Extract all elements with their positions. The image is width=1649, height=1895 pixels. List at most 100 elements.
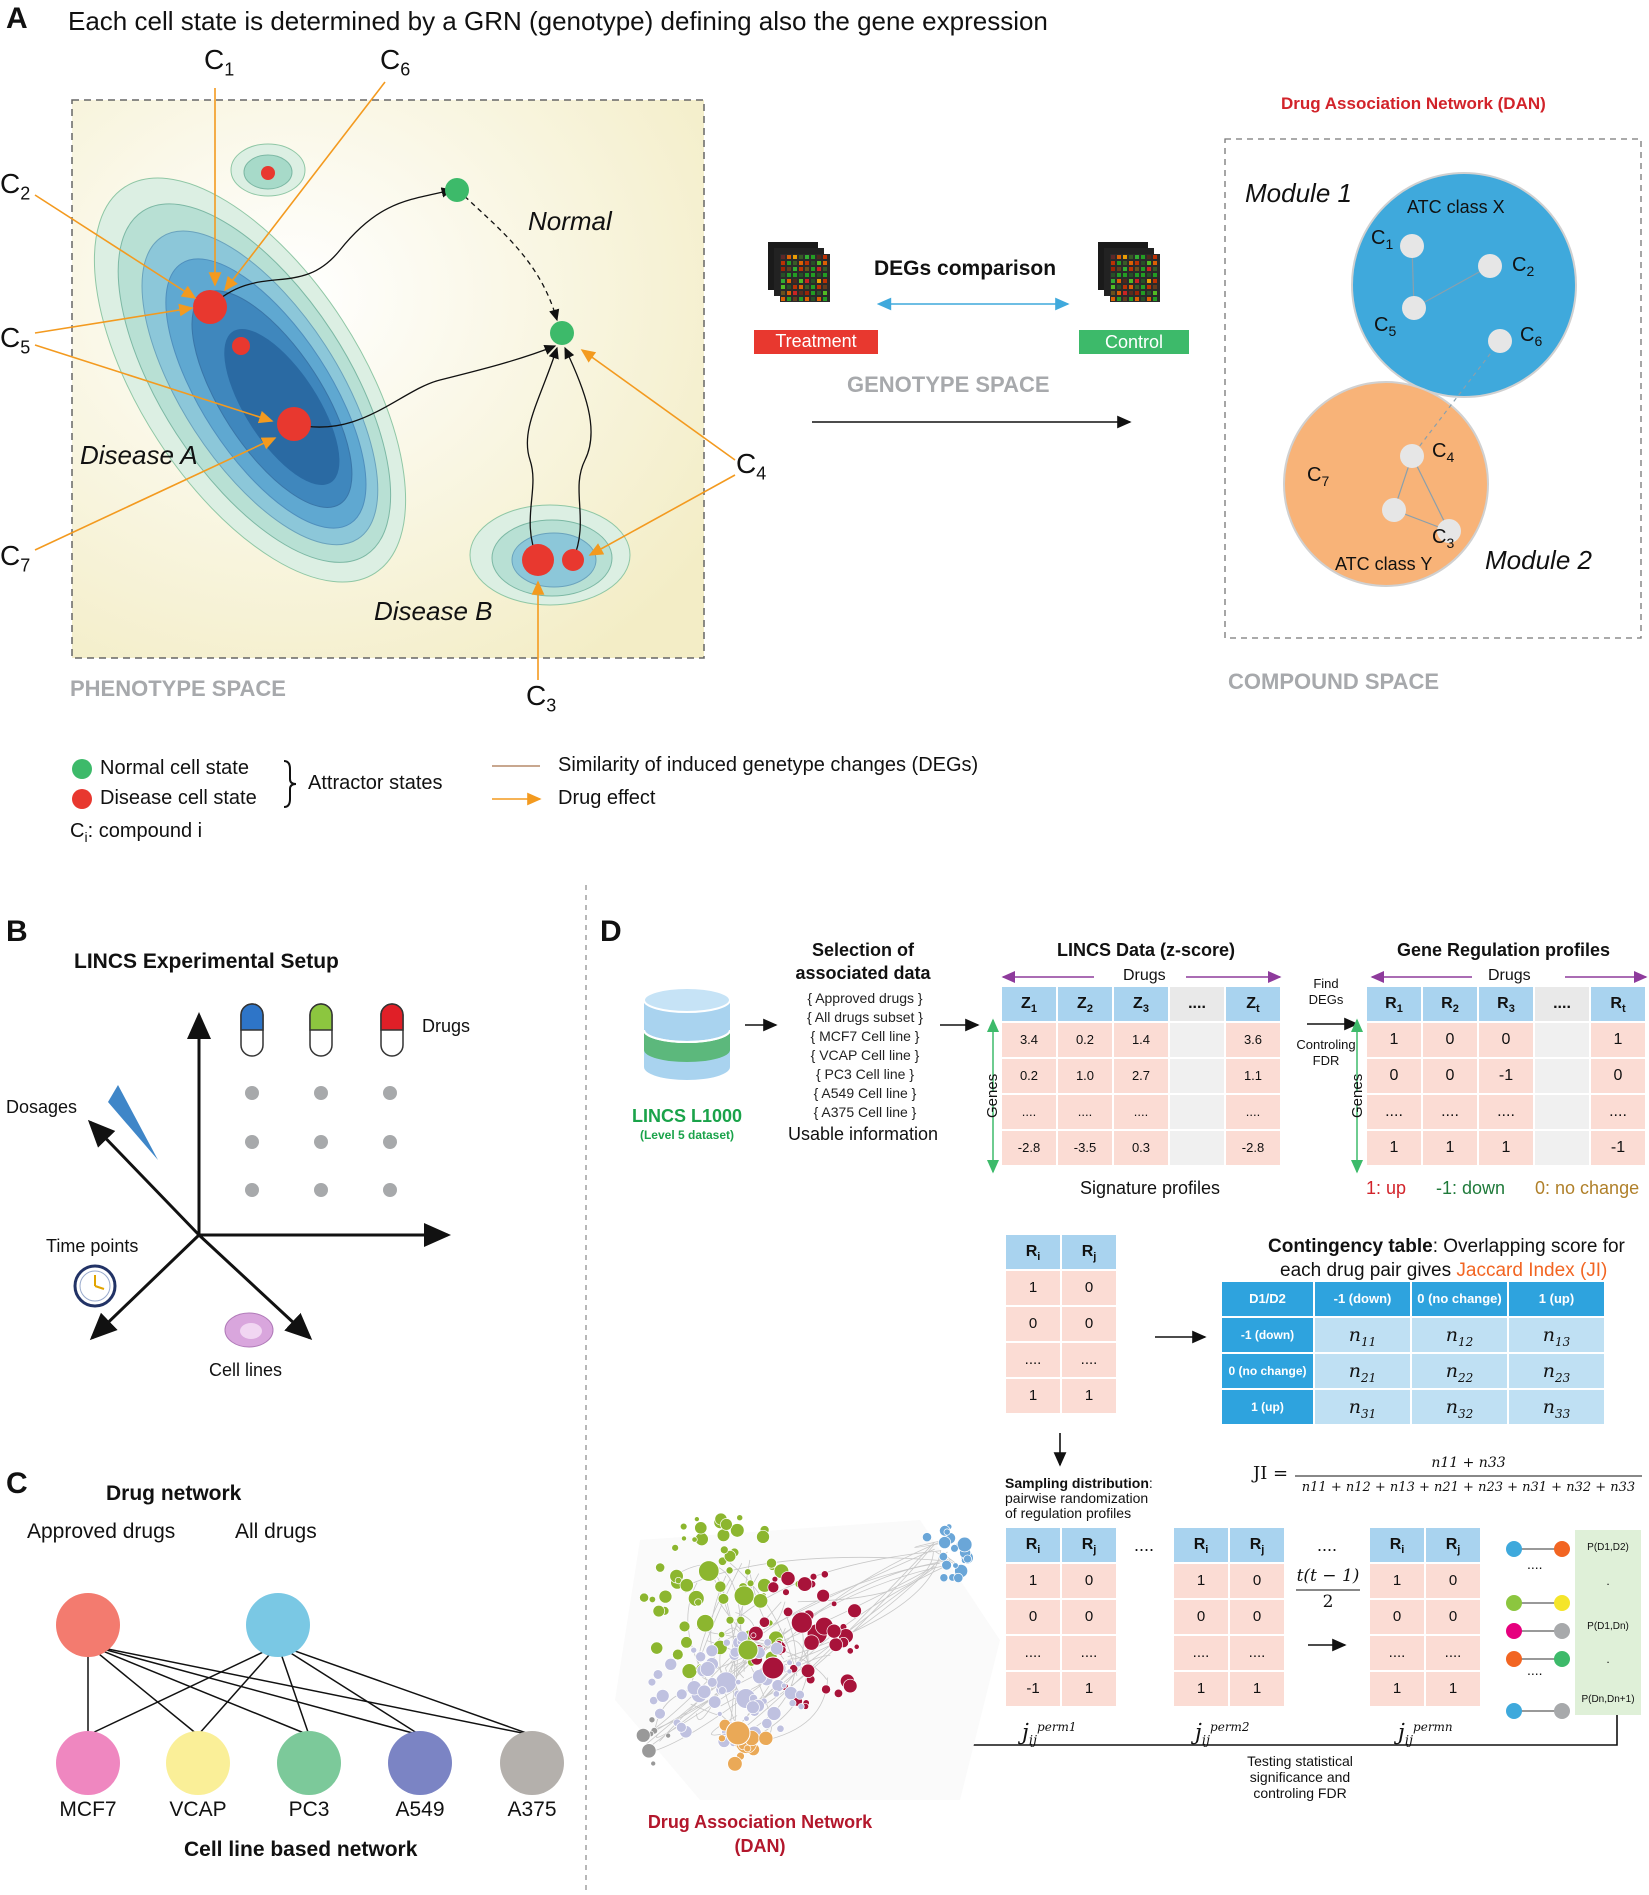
genes-label-1: Genes: [984, 1073, 1001, 1118]
table-cell: ....: [1609, 1103, 1627, 1120]
table-cell: 0: [1448, 1608, 1458, 1625]
table-header: ....: [1188, 995, 1206, 1012]
compound-space-label: COMPOUND SPACE: [1228, 669, 1440, 694]
table-cell: 0: [1445, 1067, 1455, 1084]
table-header: Zt: [1246, 995, 1260, 1016]
table-cell: 3.6: [1243, 1032, 1263, 1047]
perm-ellipsis-2: ....: [1317, 1535, 1338, 1555]
perm-table-1: [1006, 1528, 1116, 1706]
ji-denominator: n11 + n12 + n13 + n21 + n23 + n31 + n32 …: [1301, 1480, 1636, 1495]
table-cell: -2.8: [1241, 1140, 1265, 1155]
drug-pair-dots: [1506, 1541, 1570, 1719]
node-c1: [1400, 234, 1424, 258]
table-header: Rt: [1610, 995, 1626, 1016]
contingency-header: -1 (down): [1333, 1291, 1392, 1306]
legend-normal: Normal cell state: [100, 757, 249, 779]
compound-label-c4: C4: [736, 448, 767, 484]
table-cell: -1: [1498, 1067, 1514, 1084]
table-cell: 0.2: [1019, 1068, 1039, 1083]
table-cell: 0: [1084, 1315, 1094, 1332]
table-cell: -1: [1026, 1680, 1040, 1697]
contingency-cell: n22: [1445, 1360, 1474, 1385]
cell-label-a549: A549: [395, 1798, 445, 1821]
table-cell: ....: [1077, 1104, 1093, 1119]
module2-circle: [1283, 381, 1489, 587]
legend-normal-dot: [72, 759, 92, 779]
a549-node: [388, 1731, 452, 1795]
node-c6: [1488, 329, 1512, 353]
table-cell: 0: [1084, 1572, 1094, 1589]
capsule-green-icon: [309, 1003, 333, 1057]
legend-attractor: Attractor states: [308, 772, 443, 794]
pval-1: P(D1,D2): [1587, 1542, 1629, 1553]
selection-item: { PC3 Cell line }: [815, 1066, 915, 1082]
selection-item: { A549 Cell line }: [813, 1085, 917, 1101]
drug-network-edges: [87, 1644, 533, 1736]
disease-a-landscape: [93, 177, 407, 583]
vcap-node: [166, 1731, 230, 1795]
node-label-c1: C1: [1371, 227, 1394, 252]
table-header: R1: [1385, 995, 1403, 1016]
lincs-l1000-label: LINCS L1000: [631, 1106, 743, 1126]
selection-item: { All drugs subset }: [807, 1009, 923, 1025]
table-cell: 1: [1028, 1572, 1038, 1589]
table-cell: 0: [1084, 1279, 1094, 1296]
table-cell: 0: [1392, 1608, 1402, 1625]
treatment-heatmap-icon: [768, 242, 830, 302]
table-cell: 1.4: [1131, 1032, 1151, 1047]
selection-title-2: associated data: [795, 963, 931, 983]
perm-table-3: [1370, 1528, 1480, 1706]
node-c2: [1478, 254, 1502, 278]
contingency-cell: n11: [1348, 1324, 1377, 1349]
table-cell: 0.3: [1131, 1140, 1151, 1155]
table-cell: ....: [1133, 1104, 1149, 1119]
table-header: Ri: [1025, 1243, 1041, 1264]
testing-return-arrow: [933, 1715, 1618, 1752]
normal-state-center: [550, 321, 574, 345]
table-cell: 2.7: [1131, 1068, 1151, 1083]
all-drugs-label: All drugs: [235, 1520, 317, 1543]
sampling-title: Sampling distribution:pairwise randomiza…: [1005, 1475, 1153, 1521]
table-header: R2: [1441, 995, 1459, 1016]
node-label-c7: C7: [1307, 464, 1330, 489]
table-cell: ....: [1024, 1644, 1042, 1661]
table-cell: ....: [1248, 1644, 1266, 1661]
table-cell: 0: [1196, 1608, 1206, 1625]
ji-label: JI =: [1253, 1463, 1289, 1484]
panel-label-b: B: [6, 915, 28, 948]
pval-3: P(D1,Dn): [1587, 1621, 1629, 1632]
ji-numerator: n11 + n33: [1431, 1455, 1506, 1471]
phenotype-space-label: PHENOTYPE SPACE: [70, 676, 286, 701]
dan-network: [615, 1512, 1000, 1800]
panel-label-c: C: [6, 1467, 28, 1500]
table-cell: 1: [1445, 1139, 1455, 1156]
table-cell: ....: [1080, 1644, 1098, 1661]
treatment-badge: [754, 330, 878, 354]
table-header: R3: [1497, 995, 1515, 1016]
region-normal-label: Normal: [528, 206, 612, 236]
control-badge: [1079, 330, 1189, 354]
table-cell: 1: [1392, 1572, 1402, 1589]
table-cell: 1: [1084, 1680, 1094, 1697]
disease-state-b1: [522, 544, 554, 576]
contingency-cell: n23: [1542, 1360, 1571, 1385]
contingency-table: [1222, 1282, 1604, 1424]
approved-drugs-node: [56, 1593, 120, 1657]
node-label-c3: C3: [1432, 526, 1455, 551]
legend-disease: Disease cell state: [100, 787, 257, 809]
table-cell: 1: [1392, 1680, 1402, 1697]
table-cell: 0: [1448, 1572, 1458, 1589]
contingency-row-label: 0 (no change): [1228, 1364, 1307, 1378]
table-cell: 1: [1389, 1031, 1399, 1048]
jaccard-perm-3: jijpermn: [1398, 1720, 1453, 1749]
legend-down: -1: down: [1436, 1178, 1506, 1198]
disease-state-a2: [232, 337, 250, 355]
lincs-data-title: LINCS Data (z-score): [1057, 940, 1236, 960]
pval-4: .: [1606, 1652, 1610, 1666]
table-cell: 1: [1028, 1387, 1038, 1404]
node-label-c5: C5: [1374, 314, 1397, 339]
t-formula: t(t − 1): [1296, 1566, 1360, 1586]
table-header: Z2: [1077, 995, 1093, 1016]
table-cell: 1: [1028, 1279, 1038, 1296]
